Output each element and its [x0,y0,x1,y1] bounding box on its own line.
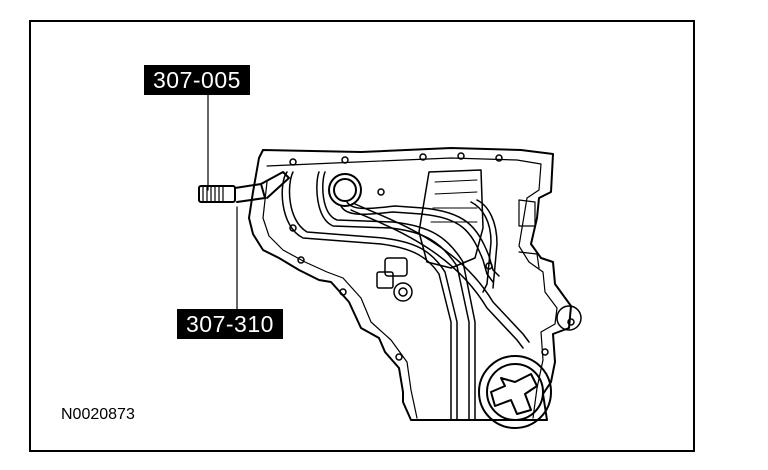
seal-bore [328,173,362,207]
right-boss [556,305,582,331]
callout-307-005: 307-005 [144,65,250,95]
callout-307-310: 307-310 [177,309,283,339]
gasket-line [266,157,558,419]
puller-tool [198,171,290,203]
engine-block-illustration [198,94,582,429]
figure-id: N0020873 [61,406,135,423]
gasket-line-left [262,181,418,419]
crank-pulley [478,355,552,429]
diagram-frame: 307-005 307-310 N0020873 [29,20,695,452]
right-bracket [518,199,540,269]
tool-tubes [281,171,530,421]
lower-bosses [376,257,413,302]
